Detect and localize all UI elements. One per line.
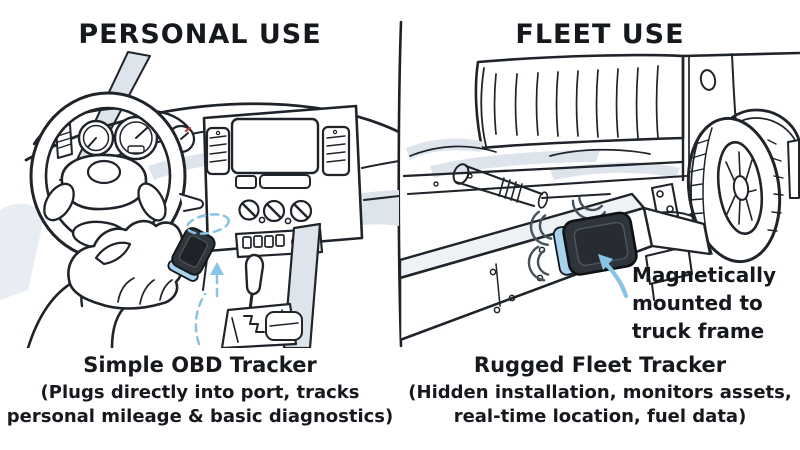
personal-tracker-desc-line1: (Plugs directly into port, tracks bbox=[40, 382, 360, 403]
personal-tracker-desc-line2: personal mileage & basic diagnostics) bbox=[6, 406, 394, 427]
magnetic-mount-annotation: Magnetically mounted to truck frame bbox=[632, 261, 776, 345]
obd-tracker-device bbox=[167, 227, 216, 282]
annotation-line: Magnetically bbox=[632, 263, 777, 287]
fleet-tracker-device bbox=[552, 211, 638, 276]
personal-tracker-name: Simple OBD Tracker bbox=[83, 353, 317, 377]
fleet-caption: Rugged Fleet Tracker (Hidden installatio… bbox=[400, 353, 800, 429]
magnet-waves-icon bbox=[527, 196, 607, 282]
fleet-tracker-desc-line1: (Hidden installation, monitors assets, bbox=[408, 382, 792, 403]
car-interior-illustration bbox=[0, 51, 400, 348]
magnetic-mount-arrow-icon bbox=[598, 254, 629, 299]
truck-chassis-illustration bbox=[400, 51, 800, 342]
obd-plug-arrow-icon bbox=[186, 213, 230, 346]
fleet-use-title: FLEET USE bbox=[515, 19, 685, 50]
fleet-tracker-name: Rugged Fleet Tracker bbox=[473, 353, 727, 377]
personal-use-title: PERSONAL USE bbox=[78, 19, 322, 50]
personal-caption: Simple OBD Tracker (Plugs directly into … bbox=[0, 353, 400, 429]
annotation-line: mounted to bbox=[632, 291, 763, 315]
fleet-tracker-desc-line2: real-time location, fuel data) bbox=[453, 406, 747, 427]
hand-holding-tracker bbox=[26, 219, 184, 348]
annotation-line: truck frame bbox=[632, 319, 765, 343]
truck-wheel bbox=[686, 116, 784, 264]
